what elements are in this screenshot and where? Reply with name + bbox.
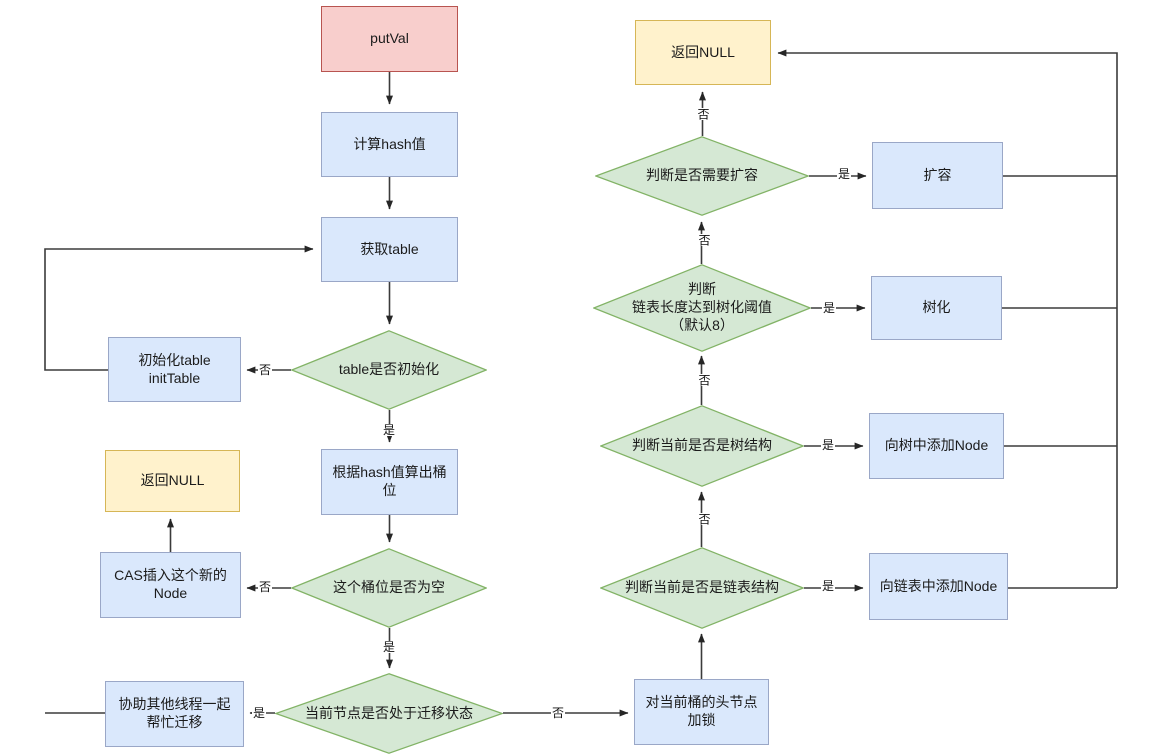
node-lock_head[interactable]: 对当前桶的头节点 加锁 <box>634 679 769 745</box>
node-label: 获取table <box>360 240 419 257</box>
node-get_table[interactable]: 获取table <box>321 217 458 282</box>
edge-label-lbl_is_list_no: 否 <box>697 513 711 525</box>
node-label: CAS插入这个新的 Node <box>114 567 227 601</box>
node-putval[interactable]: putVal <box>321 6 458 72</box>
edge-label-lbl_treeify_yes: 是 <box>822 301 837 315</box>
node-label: 判断当前是否是链表结构 <box>625 579 779 596</box>
diamond-shape <box>595 136 809 216</box>
diamond-shape <box>593 264 811 352</box>
node-label: 这个桶位是否为空 <box>333 579 445 596</box>
diamond-shape <box>275 673 503 754</box>
node-label: 树化 <box>922 299 951 316</box>
edge-label-lbl_table_init_no: 否 <box>258 363 273 377</box>
node-ret_null_right[interactable]: 返回NULL <box>635 20 771 85</box>
diamond-shape <box>291 548 487 628</box>
node-add_to_list[interactable]: 向链表中添加Node <box>869 553 1008 620</box>
edge-label-lbl_bucket_empty_yes: 是 <box>382 640 397 654</box>
node-label: 返回NULL <box>671 43 735 60</box>
node-calc_bucket[interactable]: 根据hash值算出桶 位 <box>321 449 458 515</box>
node-label: 判断 链表长度达到树化阈值 （默认8） <box>632 281 772 333</box>
node-label: 扩容 <box>923 166 952 183</box>
node-d_is_list[interactable]: 判断当前是否是链表结构 <box>600 547 804 629</box>
node-label: 判断当前是否是树结构 <box>632 437 772 454</box>
node-add_to_tree[interactable]: 向树中添加Node <box>869 413 1004 479</box>
edge-label-lbl_treeify_no: 否 <box>697 234 711 246</box>
node-label: 对当前桶的头节点 加锁 <box>645 694 758 728</box>
node-resize[interactable]: 扩容 <box>872 142 1003 209</box>
edge-label-lbl_table_init_yes: 是 <box>382 423 397 437</box>
node-d_bucket_empty[interactable]: 这个桶位是否为空 <box>291 548 487 628</box>
node-label: 返回NULL <box>140 472 205 489</box>
node-label: 初始化table initTable <box>138 351 211 386</box>
edge-label-lbl_migrating_no: 否 <box>551 706 566 720</box>
node-calc_hash[interactable]: 计算hash值 <box>321 112 458 177</box>
node-d_is_tree[interactable]: 判断当前是否是树结构 <box>600 405 804 487</box>
diamond-shape <box>600 547 804 629</box>
edge-label-lbl_resize_no: 否 <box>696 108 710 120</box>
node-d_treeify[interactable]: 判断 链表长度达到树化阈值 （默认8） <box>593 264 811 352</box>
node-label: 向树中添加Node <box>884 437 989 454</box>
edge-label-lbl_is_tree_yes: 是 <box>821 438 836 452</box>
node-d_resize[interactable]: 判断是否需要扩容 <box>595 136 809 216</box>
node-label: 根据hash值算出桶 位 <box>332 464 447 498</box>
node-label: 向链表中添加Node <box>879 577 998 594</box>
edge-label-lbl_is_list_yes: 是 <box>821 579 836 593</box>
node-label: 计算hash值 <box>353 135 426 152</box>
edge-label-lbl_migrating_yes: 是 <box>252 706 267 720</box>
node-d_migrating[interactable]: 当前节点是否处于迁移状态 <box>275 673 503 754</box>
node-label: 判断是否需要扩容 <box>646 167 758 184</box>
node-treeify[interactable]: 树化 <box>871 276 1002 340</box>
node-cas_insert[interactable]: CAS插入这个新的 Node <box>100 552 241 618</box>
node-help_transfer[interactable]: 协助其他线程一起 帮忙迁移 <box>105 681 244 747</box>
node-label: table是否初始化 <box>338 361 440 378</box>
edge-label-lbl_bucket_empty_no: 否 <box>258 580 273 594</box>
node-label: 协助其他线程一起 帮忙迁移 <box>118 696 231 730</box>
diamond-shape <box>291 330 487 410</box>
node-label: 当前节点是否处于迁移状态 <box>305 704 473 721</box>
edge-label-lbl_is_tree_no: 否 <box>697 374 711 386</box>
node-d_table_init[interactable]: table是否初始化 <box>291 330 487 410</box>
node-init_table[interactable]: 初始化table initTable <box>108 337 241 402</box>
diamond-shape <box>600 405 804 487</box>
node-ret_null_left[interactable]: 返回NULL <box>105 450 240 512</box>
node-label: putVal <box>370 30 409 47</box>
edge-label-lbl_resize_yes: 是 <box>837 167 852 181</box>
